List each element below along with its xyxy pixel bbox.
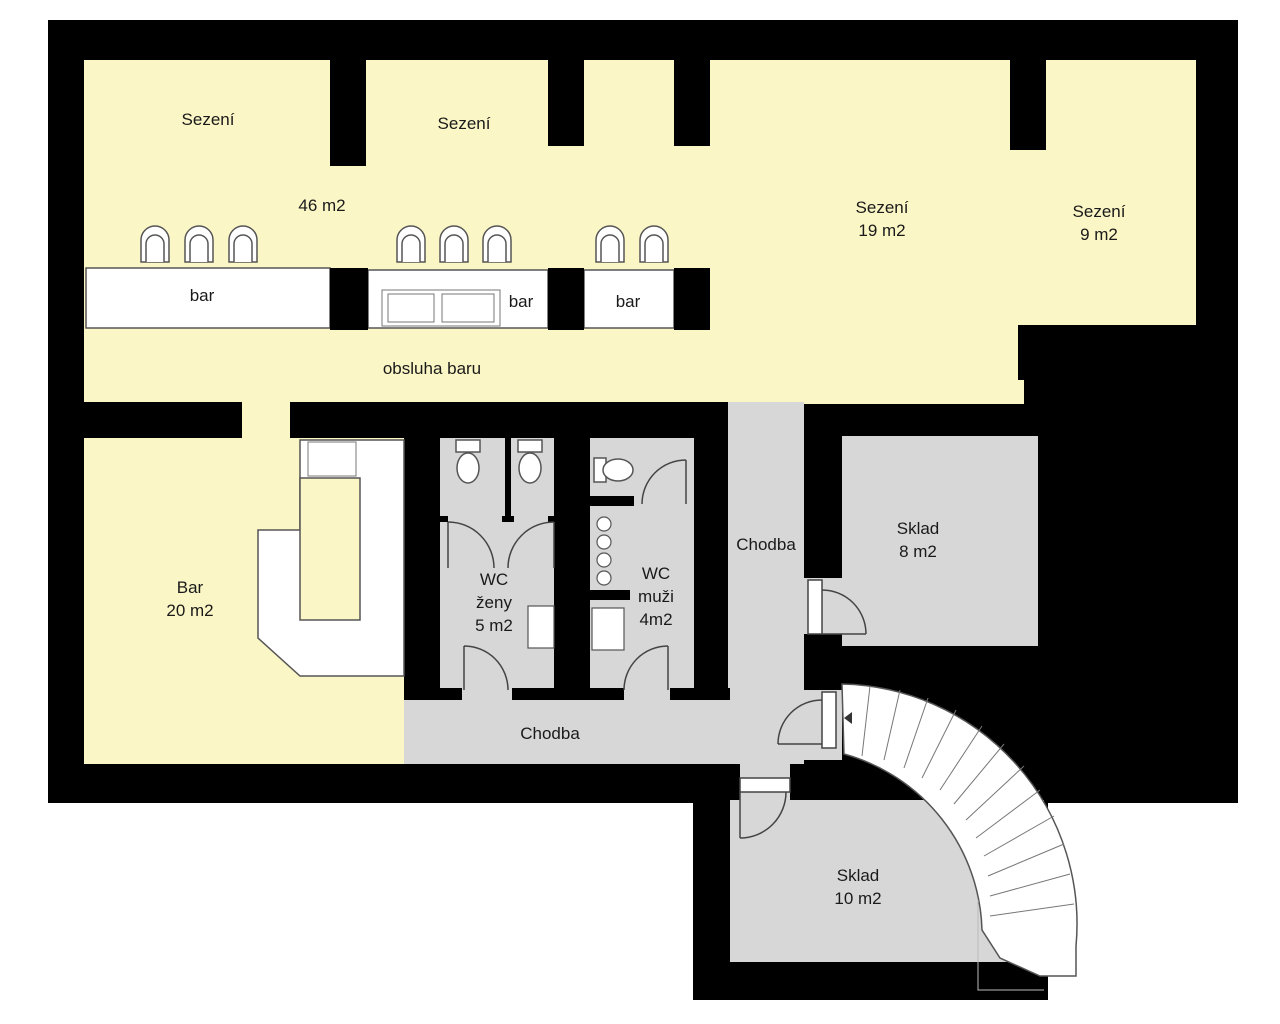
door-swing-icon [807, 579, 867, 635]
bar-counter-pier-1 [330, 268, 368, 330]
toilets [455, 439, 634, 484]
door-swing-icon [739, 777, 791, 839]
armchair-icon [396, 225, 426, 263]
label-bar-room: Bar [177, 578, 204, 597]
sink-icon [527, 605, 555, 649]
wc-stall-front-right [548, 516, 554, 522]
staircase-treads [861, 685, 1075, 917]
bar-passage [240, 400, 292, 440]
label-sezeni-4: Sezení [1073, 202, 1126, 221]
label-sklad-1: Sklad [897, 519, 940, 538]
label-sezeni-2: Sezení [438, 114, 491, 133]
armchair-icon [595, 225, 625, 263]
wall-pier-3 [674, 60, 710, 146]
door-swing-icon [777, 691, 837, 749]
room-sklad-8 [842, 436, 1038, 646]
label-bar-2: bar [509, 292, 534, 311]
wc-stall-front-mid [502, 516, 514, 522]
label-bar-3: bar [616, 292, 641, 311]
label-muzi: muži [638, 587, 674, 606]
label-sezeni-1: Sezení [182, 110, 235, 129]
wall-bar-left [84, 402, 242, 438]
label-area-46: 46 m2 [298, 196, 345, 215]
door-swing-icon [623, 645, 669, 691]
label-area-8: 8 m2 [899, 542, 937, 561]
wc-stall-front-left [440, 516, 448, 522]
room-obsluha-extension [84, 380, 1024, 404]
label-sklad-2: Sklad [837, 866, 880, 885]
armchair-icon [228, 225, 258, 263]
bar-counter-pier-3 [674, 268, 710, 330]
wall-bar-right [290, 402, 730, 438]
armchair-icon [482, 225, 512, 263]
label-area-19: 19 m2 [858, 221, 905, 240]
armchairs [140, 225, 669, 263]
door-swing-icon [641, 459, 687, 505]
sink-icon [307, 441, 357, 477]
stair-outline [977, 900, 1044, 991]
label-sezeni-3: Sezení [856, 198, 909, 217]
entrance-arrow-icon [1062, 692, 1100, 752]
wc-door-gap-1 [462, 688, 512, 700]
wall-pier-2 [548, 60, 584, 146]
wall-pier-4 [1010, 60, 1046, 150]
wall-right-notch [1018, 325, 1238, 405]
bar-counter-pier-2 [548, 268, 584, 330]
wc-muzi-urinal-wall [590, 590, 630, 600]
toilet-icon [517, 439, 543, 484]
door-swing-icon [507, 521, 555, 569]
wc-door-gap-2 [624, 688, 670, 700]
label-area-10: 10 m2 [834, 889, 881, 908]
toilet-icon [455, 439, 481, 484]
armchair-icon [439, 225, 469, 263]
label-chodba-1: Chodba [736, 535, 796, 554]
wc-muzi-stall-wall [590, 496, 634, 506]
bar-room-counter-cutout [299, 477, 361, 621]
label-bar-1: bar [190, 286, 215, 305]
label-area-20: 20 m2 [166, 601, 213, 620]
label-area-5: 5 m2 [475, 616, 513, 635]
label-area-9: 9 m2 [1080, 225, 1118, 244]
stair-arrow-icon [844, 712, 852, 724]
doors [447, 459, 867, 839]
sink-icon [591, 607, 625, 651]
label-wc-1: WC [480, 570, 508, 589]
door-swing-icon [447, 521, 495, 569]
label-obsluha-baru: obsluha baru [383, 359, 481, 378]
urinals [596, 516, 612, 586]
armchair-icon [140, 225, 170, 263]
label-area-4: 4m2 [639, 610, 672, 629]
label-wc-2: WC [642, 564, 670, 583]
toilet-icon [593, 457, 634, 483]
door-swing-icon [463, 645, 509, 691]
wall-pier-1 [330, 60, 366, 166]
armchair-icon [639, 225, 669, 263]
label-chodba-2: Chodba [520, 724, 580, 743]
label-zeny: ženy [476, 593, 512, 612]
wc-bottom-wall [404, 688, 730, 700]
spiral-staircase-icon [841, 683, 1078, 977]
wc-stall-divider [505, 438, 511, 518]
armchair-icon [184, 225, 214, 263]
sink-icon [381, 289, 501, 327]
room-chodba-horizontal [404, 700, 804, 764]
